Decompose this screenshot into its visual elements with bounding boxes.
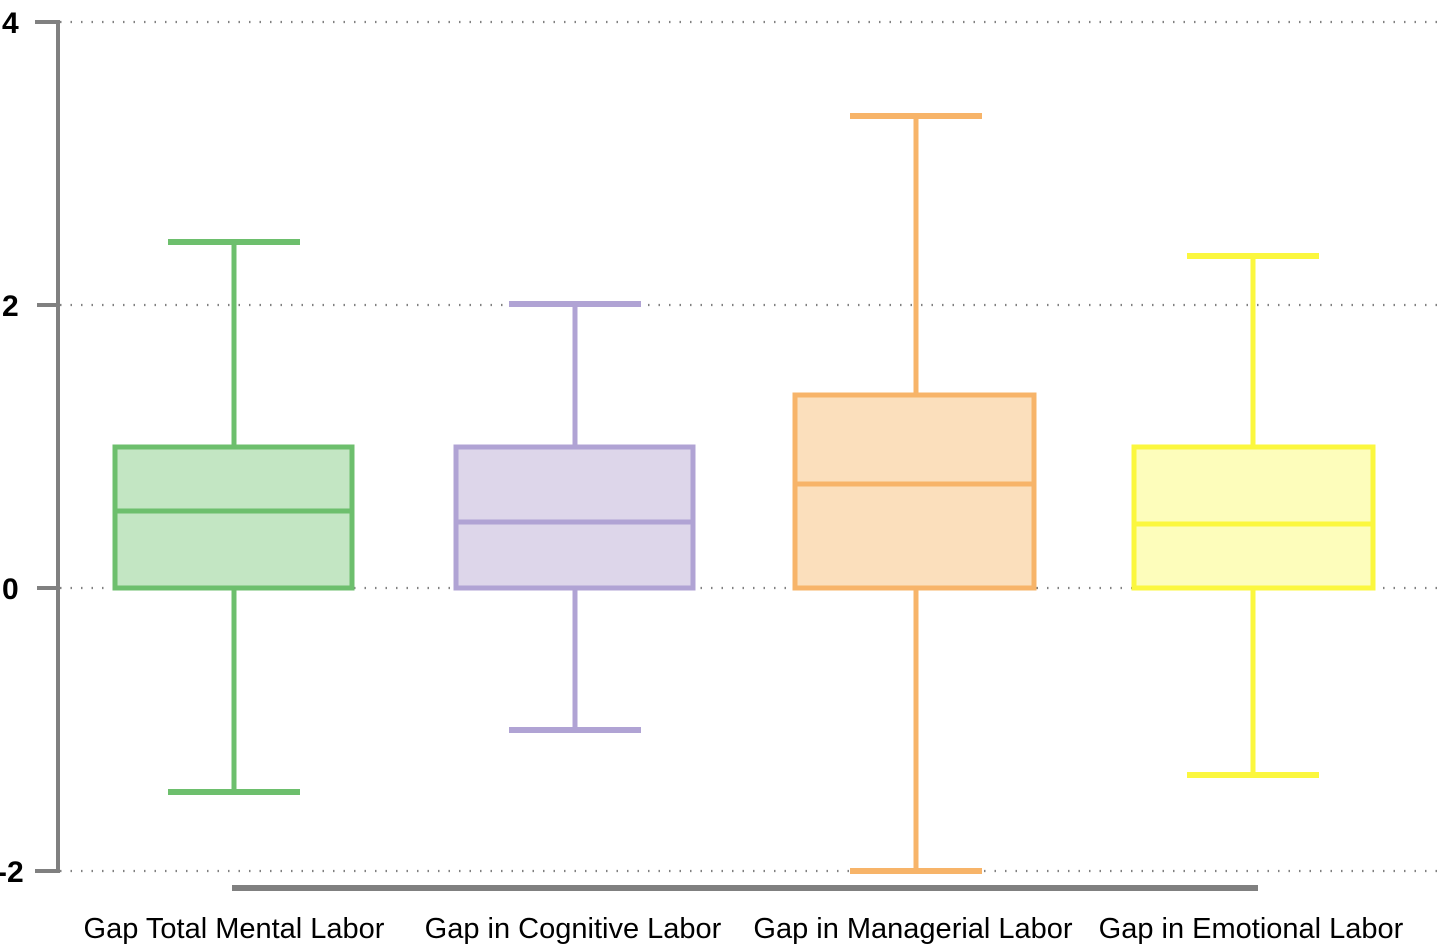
- x-axis-baseline: [232, 885, 1258, 891]
- x-axis-category-labels: Gap Total Mental Labor Gap in Cognitive …: [84, 913, 1404, 945]
- y-tick-label-2: 2: [2, 290, 19, 323]
- y-tick-label-0: 0: [2, 573, 19, 606]
- y-tick-label-neg2: -2: [0, 856, 24, 889]
- x-label-gap-in-emotional-labor: Gap in Emotional Labor: [1099, 913, 1404, 945]
- y-tick-labels: 4 2 0 -2: [0, 7, 24, 889]
- box-plot-gap-total-mental-labor[interactable]: [112, 239, 355, 795]
- box-plot-gap-in-cognitive-labor[interactable]: [453, 301, 696, 733]
- box-iqr[interactable]: [792, 392, 1037, 591]
- x-label-gap-in-managerial-labor: Gap in Managerial Labor: [753, 913, 1073, 945]
- box-plot-gap-in-managerial-labor[interactable]: [792, 113, 1037, 874]
- y-axis: [35, 20, 60, 873]
- box-iqr[interactable]: [112, 444, 355, 591]
- x-label-gap-total-mental-labor: Gap Total Mental Labor: [84, 913, 385, 945]
- box-iqr[interactable]: [1131, 444, 1376, 591]
- box-iqr[interactable]: [453, 444, 696, 591]
- x-label-gap-in-cognitive-labor: Gap in Cognitive Labor: [425, 913, 722, 945]
- box-plot-gap-in-emotional-labor[interactable]: [1131, 253, 1376, 778]
- y-tick-label-4: 4: [2, 7, 19, 40]
